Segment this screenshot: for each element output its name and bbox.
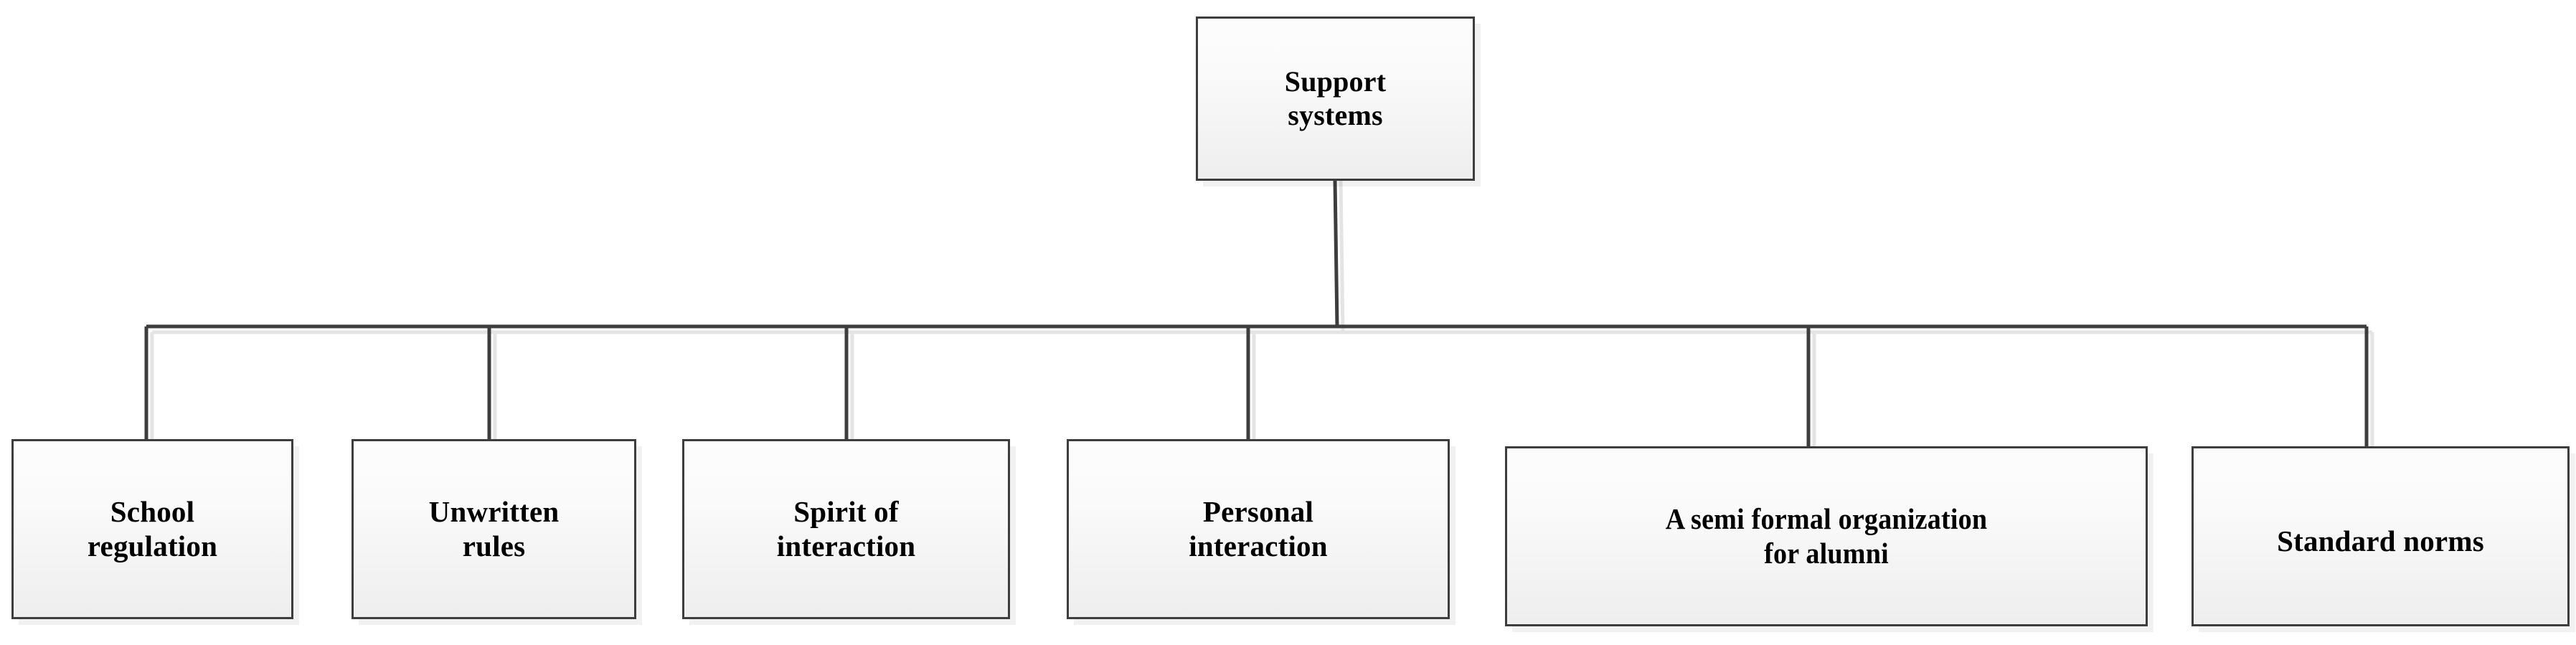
node-root[interactable]: Support systems — [1196, 17, 1475, 181]
node-unwritten-rules[interactable]: Unwritten rules — [352, 439, 636, 619]
node-semi-formal-organization-for-alumni[interactable]: A semi formal organization for alumni — [1505, 446, 2148, 626]
node-school-regulation[interactable]: School regulation — [11, 439, 293, 619]
connector-shadows — [150, 180, 2374, 453]
node-label: School regulation — [87, 494, 218, 562]
connector-lines — [144, 179, 2369, 447]
connector-root-stem — [1333, 179, 1339, 327]
node-label: Standard norms — [2277, 524, 2484, 557]
node-label: Personal interaction — [1189, 494, 1328, 562]
node-personal-interaction[interactable]: Personal interaction — [1067, 439, 1450, 619]
node-root-label: Support systems — [1284, 65, 1387, 131]
node-spirit-of-interaction[interactable]: Spirit of interaction — [682, 439, 1010, 619]
node-label: Spirit of interaction — [776, 494, 916, 562]
node-standard-norms[interactable]: Standard norms — [2192, 446, 2570, 626]
node-label: A semi formal organization for alumni — [1665, 502, 1988, 570]
node-label: Unwritten rules — [428, 494, 560, 562]
